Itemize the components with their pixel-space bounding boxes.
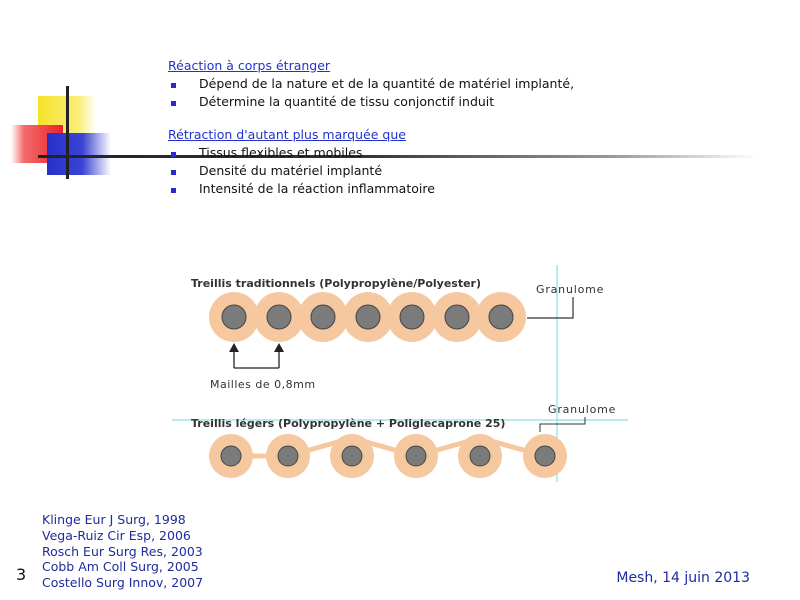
fiber-circle — [310, 304, 336, 330]
section-retraction: Rétraction d'autant plus marquée que Tis… — [168, 126, 435, 198]
label-granulome-1: Granulome — [536, 283, 604, 296]
fiber-circle — [534, 445, 556, 467]
reference-item: Costello Surg Innov, 2007 — [42, 575, 204, 591]
label-granulome-2: Granulome — [548, 403, 616, 416]
callout-line-granulome-2 — [539, 417, 586, 432]
callout-line-granulome-1 — [527, 297, 574, 319]
arrow-head — [229, 343, 239, 352]
footer-date: Mesh, 14 juin 2013 — [616, 570, 750, 586]
bullet-item: Densité du matériel implanté — [168, 162, 435, 180]
fiber-circle — [220, 445, 242, 467]
fiber-circle — [277, 445, 299, 467]
mesh-size-arrows — [233, 350, 280, 369]
decor-horizontal-line — [38, 155, 758, 158]
fiber-circle — [266, 304, 292, 330]
bullet-item: Dépend de la nature et de la quantité de… — [168, 75, 574, 93]
heading-foreign-body-link[interactable]: Réaction à corps étranger — [168, 58, 331, 73]
label-light-mesh: Treillis légers (Polypropylène + Poligle… — [191, 417, 505, 430]
bullet-item: Intensité de la réaction inflammatoire — [168, 180, 435, 198]
bullet-item: Tissus flexibles et mobiles — [168, 144, 435, 162]
references-list: Klinge Eur J Surg, 1998 Vega-Ruiz Cir Es… — [42, 512, 203, 591]
fiber-circle — [444, 304, 470, 330]
decor-vertical-line — [66, 86, 69, 179]
reference-item: Vega-Ruiz Cir Esp, 2006 — [42, 527, 191, 543]
bullet-list-retraction: Tissus flexibles et mobiles Densité du m… — [168, 144, 435, 198]
reference-item: Rosch Eur Surg Res, 2003 — [42, 543, 203, 559]
light-mesh-row — [209, 434, 567, 478]
reference-item: Cobb Am Coll Surg, 2005 — [42, 559, 199, 575]
section-foreign-body: Réaction à corps étranger Dépend de la n… — [168, 57, 574, 111]
arrow-head — [274, 343, 284, 352]
bullet-item: Détermine la quantité de tissu conjoncti… — [168, 93, 574, 111]
fiber-circle — [341, 445, 363, 467]
bullet-list-foreign-body: Dépend de la nature et de la quantité de… — [168, 75, 574, 111]
traditional-mesh-row — [209, 292, 526, 342]
label-traditional-mesh: Treillis traditionnels (Polypropylène/Po… — [191, 277, 481, 290]
fiber-circle — [405, 445, 427, 467]
fiber-circle — [355, 304, 381, 330]
fiber-circle — [488, 304, 514, 330]
heading-retraction-link[interactable]: Rétraction d'autant plus marquée que — [168, 127, 406, 142]
fiber-circle — [399, 304, 425, 330]
reference-item: Klinge Eur J Surg, 1998 — [42, 512, 186, 527]
fiber-circle — [221, 304, 247, 330]
slide-number: 3 — [16, 565, 27, 584]
decor-blue-square — [47, 133, 111, 175]
label-mesh-size: Mailles de 0,8mm — [210, 378, 316, 391]
fiber-circle — [469, 445, 491, 467]
